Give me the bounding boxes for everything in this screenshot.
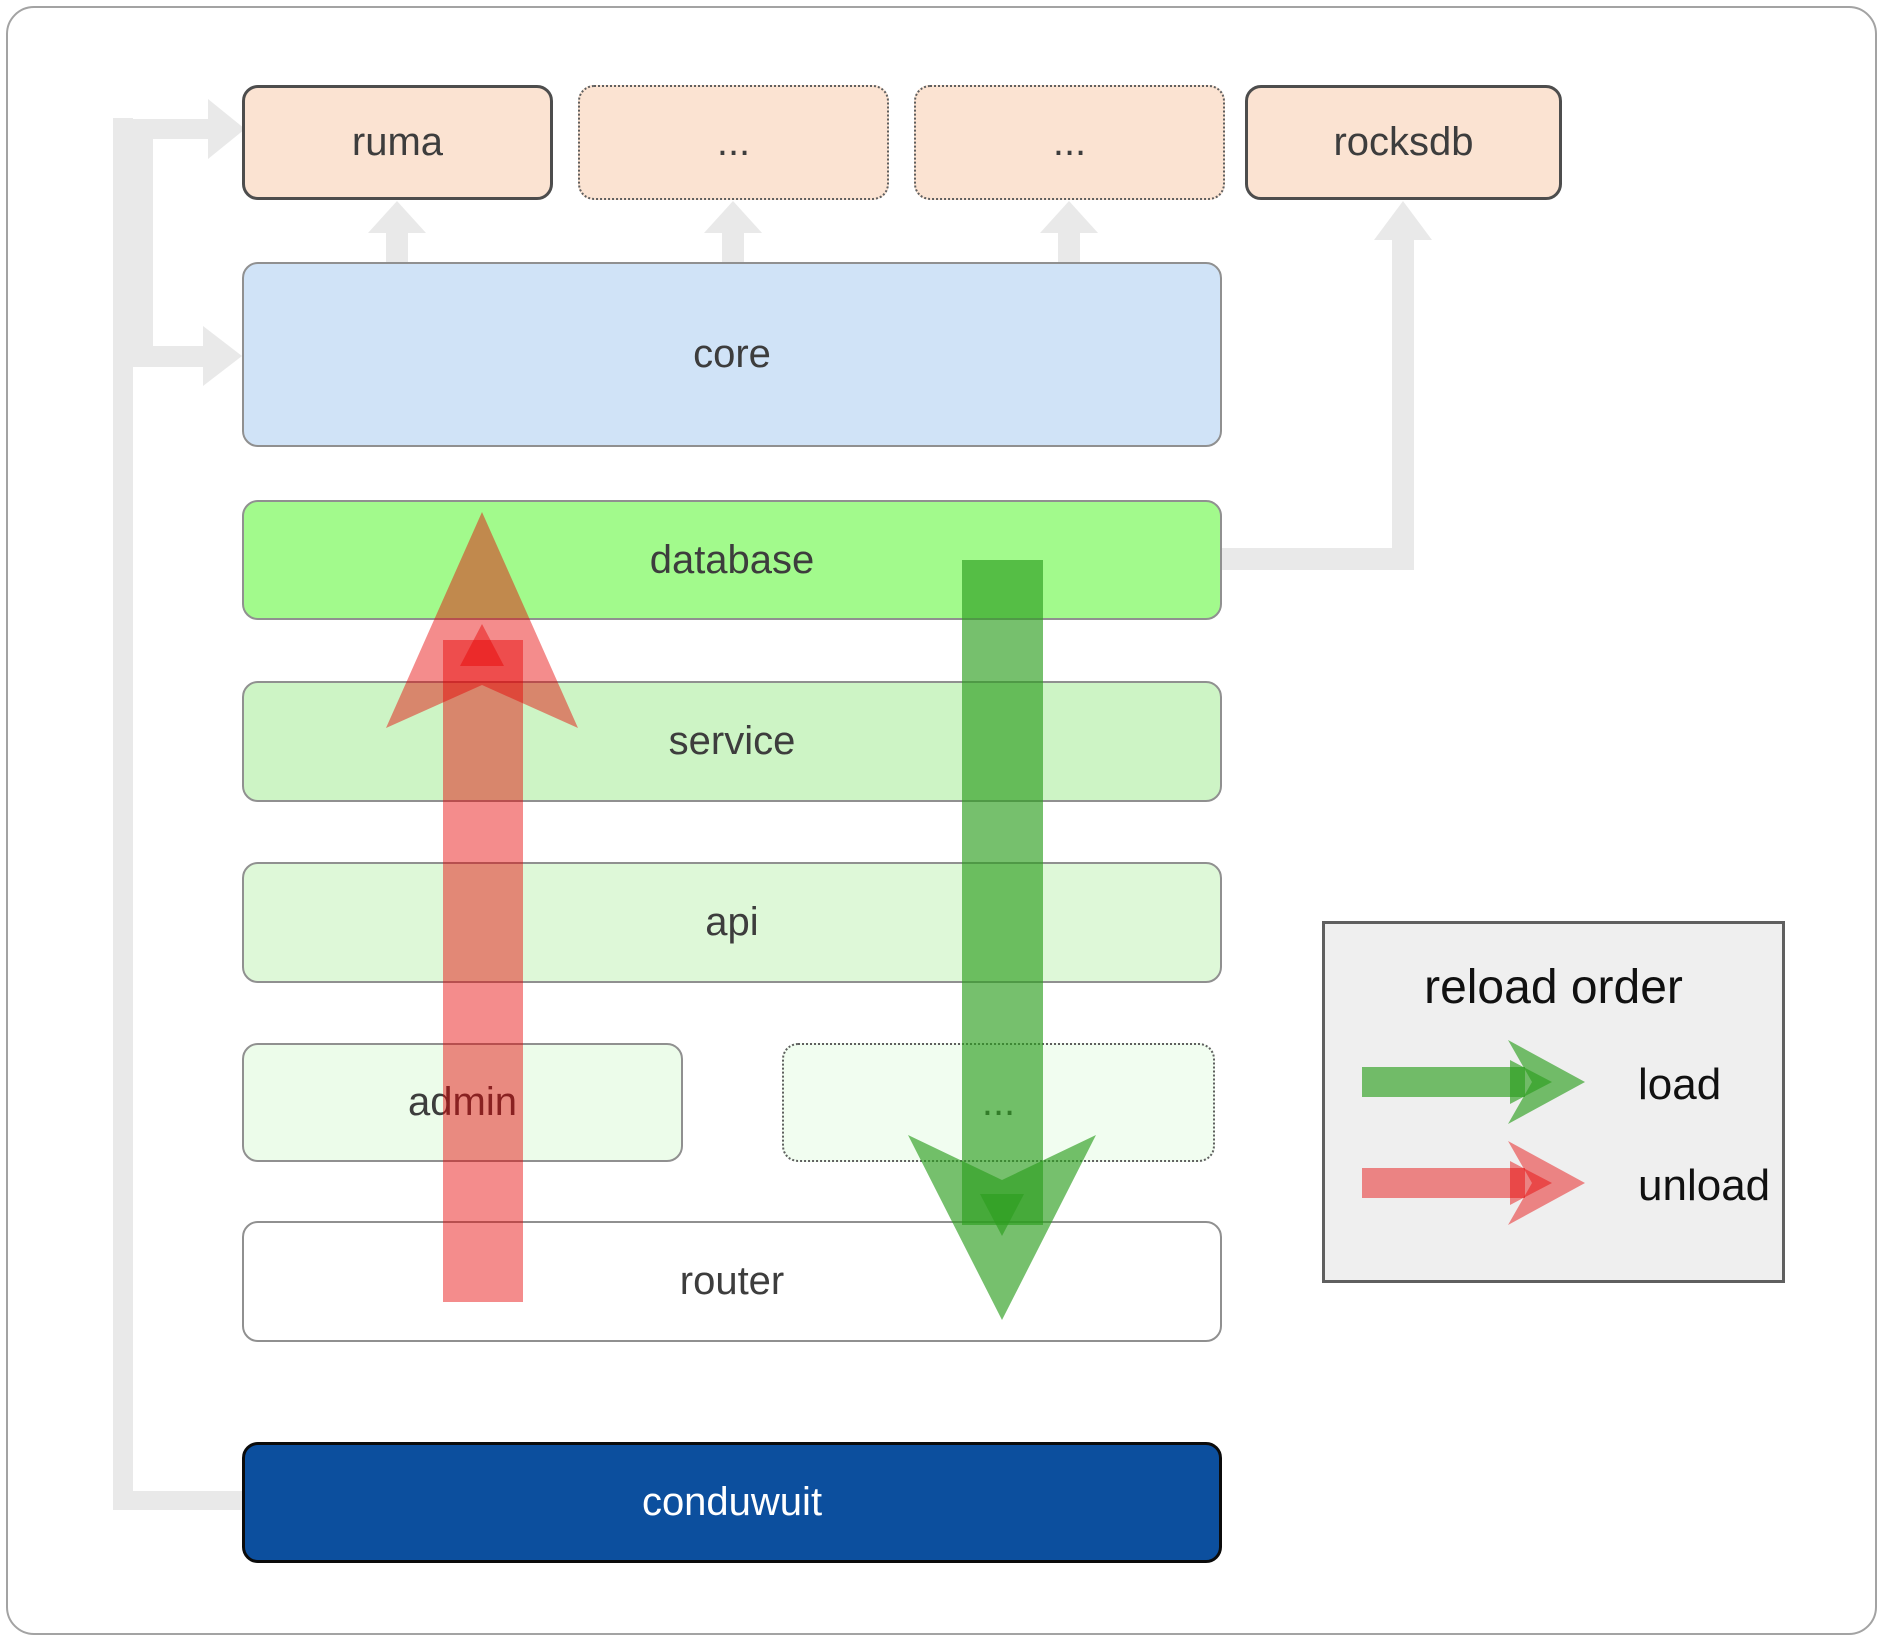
node-misc-1-label: ... [716,120,751,164]
node-core: core [242,262,1222,447]
legend-title: reload order [1424,961,1683,1014]
node-api: api [242,862,1222,983]
node-service-label: service [668,719,796,763]
legend-box: reload order load unload [1322,921,1785,1283]
legend-label-unload: unload [1638,1161,1771,1210]
canvas-border [6,6,1877,1635]
node-misc-service: ... [782,1043,1215,1162]
legend-label-load: load [1638,1060,1722,1109]
node-database: database [242,500,1222,620]
node-service: service [242,681,1222,802]
node-ruma-label: ruma [351,120,444,164]
node-misc-service-label: ... [981,1080,1016,1124]
node-router-label: router [679,1259,785,1303]
node-admin-label: admin [408,1080,517,1124]
node-conduwuit-label: conduwuit [641,1480,823,1524]
node-rocksdb: rocksdb [1245,85,1562,200]
node-misc-dependency-2: ... [914,85,1225,200]
node-admin: admin [242,1043,683,1162]
node-misc-dependency-1: ... [578,85,889,200]
node-ruma: ruma [242,85,553,200]
node-api-label: api [705,900,759,944]
node-router: router [242,1221,1222,1342]
node-conduwuit: conduwuit [242,1442,1222,1563]
node-misc-2-label: ... [1052,120,1087,164]
node-rocksdb-label: rocksdb [1333,120,1474,164]
node-database-label: database [649,537,815,582]
node-core-label: core [693,332,771,376]
